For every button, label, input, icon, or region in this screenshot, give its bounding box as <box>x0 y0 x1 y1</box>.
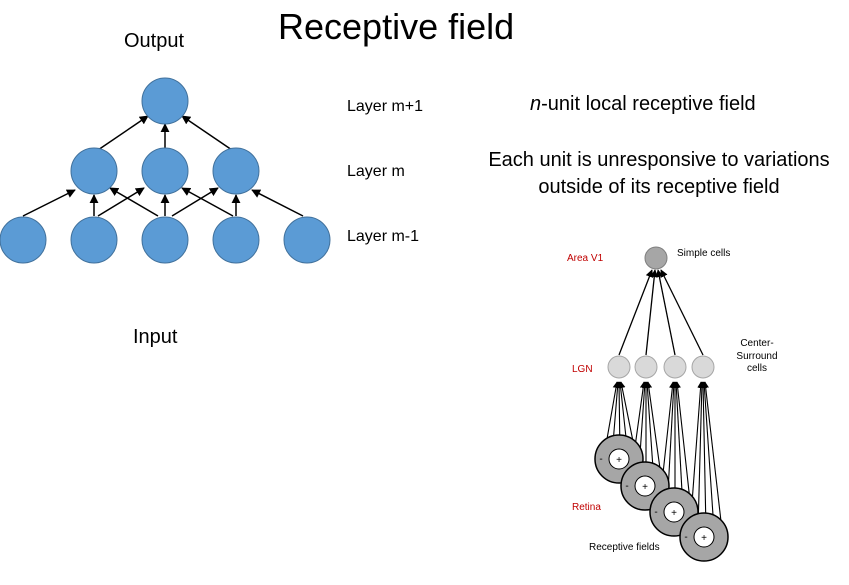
slide-title: Receptive field <box>278 6 515 47</box>
area-v1-label: Area V1 <box>567 253 604 264</box>
center-surround-line: Surround <box>736 350 778 362</box>
center-surround-label: Center- Surround cells <box>732 338 782 376</box>
v1-edges <box>618 269 704 356</box>
edge <box>645 269 659 356</box>
lgn-nodes <box>607 355 715 379</box>
node-layer-m <box>212 147 260 195</box>
simple-cell-node <box>644 246 668 270</box>
simple-cells-label: Simple cells <box>677 248 731 259</box>
plus-sign: + <box>642 482 648 493</box>
edge <box>674 381 692 511</box>
receptive-field-center <box>693 526 715 548</box>
receptive-fields-label: Receptive fields <box>589 542 660 553</box>
net-edges <box>22 115 304 217</box>
receptive-field-center <box>663 501 685 523</box>
retina-label: Retina <box>572 502 601 513</box>
node-layer-m-minus-1 <box>70 216 118 264</box>
minus-sign: - <box>625 481 628 492</box>
edge <box>697 381 706 531</box>
center-surround-line: cells <box>746 363 767 374</box>
receptive-field-center <box>608 448 630 470</box>
layer-m-label: Layer m <box>347 163 405 180</box>
net-nodes <box>0 77 331 264</box>
edge <box>97 187 145 217</box>
node-layer-m-minus-1 <box>212 216 260 264</box>
edge <box>702 381 723 531</box>
center-surround-line: Center- <box>740 338 774 349</box>
edge <box>171 187 219 217</box>
edge <box>109 187 159 217</box>
edge <box>181 187 234 217</box>
node-layer-m-minus-1 <box>283 216 331 264</box>
lgn-label: LGN <box>572 364 593 375</box>
edge <box>97 115 149 151</box>
lgn-cell <box>691 355 715 379</box>
plus-sign: + <box>616 455 622 466</box>
heading-rest: -unit local receptive field <box>541 93 756 115</box>
lgn-cell <box>634 355 658 379</box>
edge <box>660 269 704 356</box>
output-label: Output <box>124 30 185 52</box>
plus-sign: + <box>701 533 707 544</box>
lgn-cell <box>663 355 687 379</box>
node-layer-m-minus-1 <box>0 216 47 264</box>
input-label: Input <box>133 326 178 348</box>
edge <box>701 381 715 531</box>
receptive-field-heading: n-unit local receptive field <box>530 93 756 116</box>
lgn-cell <box>607 355 631 379</box>
receptive-field-description: Each unit is unresponsive to variations … <box>488 149 830 198</box>
plus-sign: + <box>671 508 677 519</box>
layer-m-minus-1-label: Layer m-1 <box>347 228 420 245</box>
edge <box>22 189 76 217</box>
edge <box>655 269 676 356</box>
rf-signs: - + - + - + - + <box>599 454 707 544</box>
receptive-field-center <box>634 475 656 497</box>
node-layer-m <box>70 147 118 195</box>
minus-sign: - <box>684 532 687 543</box>
edge <box>699 381 707 531</box>
edge <box>251 189 304 217</box>
node-layer-m-minus-1 <box>141 216 189 264</box>
node-layer-m <box>141 147 189 195</box>
heading-n: n <box>530 93 542 115</box>
node-layer-m-plus-1 <box>141 77 189 125</box>
edge <box>618 269 654 356</box>
edge <box>181 115 233 151</box>
minus-sign: - <box>654 507 657 518</box>
minus-sign: - <box>599 454 602 465</box>
layer-m-plus-1-label: Layer m+1 <box>347 98 424 115</box>
receptive-field-group <box>594 434 729 562</box>
